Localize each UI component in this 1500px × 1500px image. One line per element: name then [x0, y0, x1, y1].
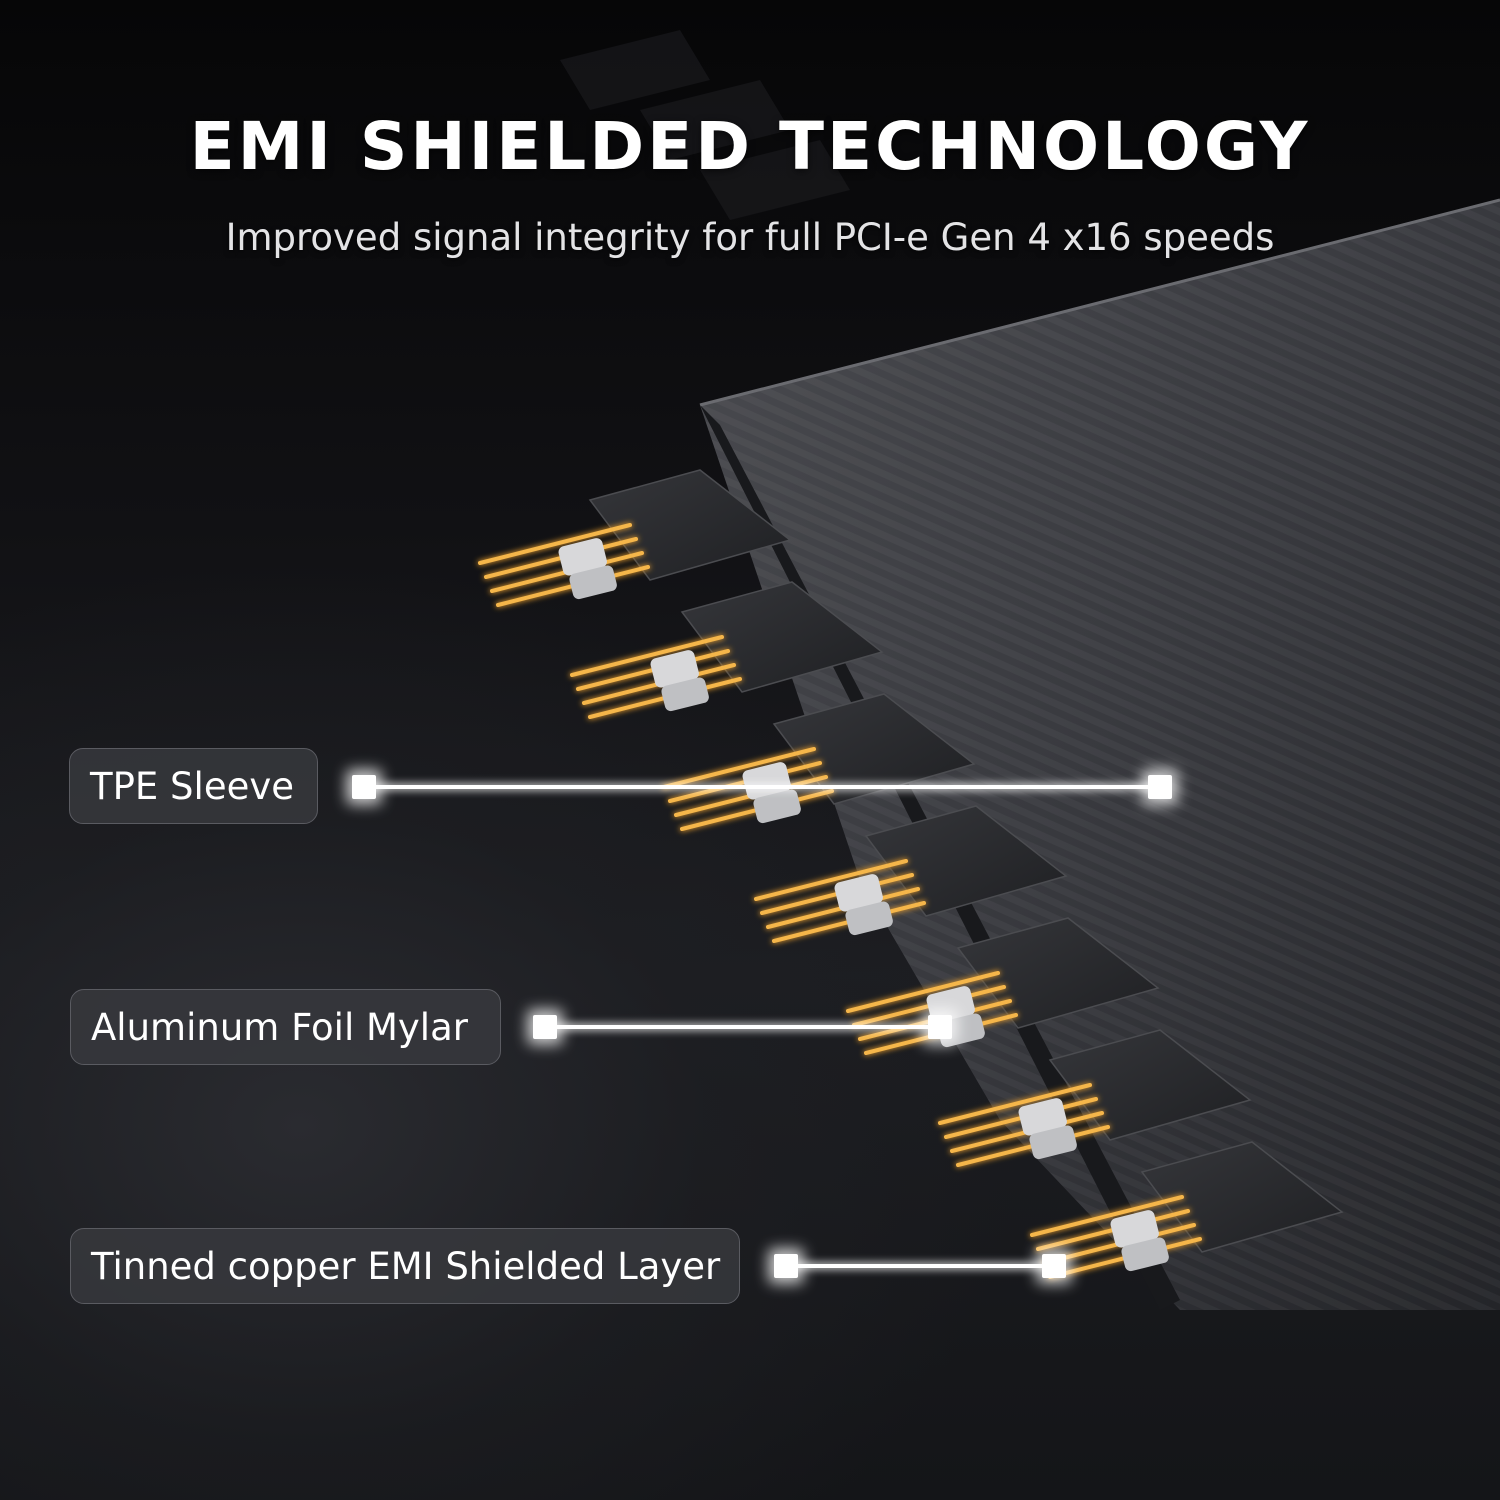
callout-aluminum-foil-mylar: Aluminum Foil Mylar [70, 989, 501, 1065]
aluminum-foil [558, 538, 607, 576]
callout-label: Tinned copper EMI Shielded Layer [91, 1244, 721, 1288]
aluminum-foil [569, 565, 617, 600]
leader-dot [533, 1015, 557, 1039]
aluminum-foil [650, 650, 699, 688]
callout-label: TPE Sleeve [90, 764, 295, 808]
aluminum-foil [1121, 1237, 1169, 1272]
copper-wire [1030, 1195, 1184, 1237]
copper-wire [662, 747, 816, 789]
copper-wire [938, 1083, 1092, 1125]
leader-line-tpe-sleeve [364, 785, 1160, 789]
ribbon-conductor [569, 581, 884, 720]
aluminum-foil [661, 677, 709, 712]
aluminum-foil [926, 986, 975, 1024]
page-subtitle: Improved signal integrity for full PCI-e… [225, 216, 1275, 259]
ribbon-conductor [937, 1029, 1252, 1168]
leader-line-aluminum-foil [545, 1025, 940, 1029]
leader-dot [352, 775, 376, 799]
copper-wire [478, 523, 632, 565]
ribbon-conductor [661, 693, 976, 832]
leader-dot [928, 1015, 952, 1039]
cable-edge-highlight [699, 198, 1500, 407]
callout-tinned-copper-layer: Tinned copper EMI Shielded Layer [70, 1228, 740, 1304]
leader-dot [1148, 775, 1172, 799]
ribbon-conductor [1029, 1141, 1344, 1280]
background-ribbon [640, 80, 790, 160]
leader-dot [1042, 1254, 1066, 1278]
copper-wire [846, 971, 1000, 1013]
page-title: EMI SHIELDED TECHNOLOGY [189, 108, 1311, 185]
aluminum-foil [742, 762, 791, 800]
aluminum-foil [1110, 1210, 1159, 1248]
copper-wire [570, 635, 724, 677]
aluminum-foil [1029, 1125, 1077, 1160]
leader-line-tinned-copper [786, 1264, 1054, 1268]
aluminum-foil [1018, 1098, 1067, 1136]
aluminum-foil [845, 901, 893, 936]
copper-wire [754, 859, 908, 901]
callout-tpe-sleeve: TPE Sleeve [69, 748, 318, 824]
callout-label: Aluminum Foil Mylar [91, 1005, 468, 1049]
ribbon-conductor [477, 469, 792, 608]
background-ribbon [560, 30, 710, 110]
ribbon-conductor [753, 805, 1068, 944]
aluminum-foil [753, 789, 801, 824]
leader-dot [774, 1254, 798, 1278]
cable-texture [700, 200, 1500, 1360]
background-ribbon [700, 140, 850, 220]
aluminum-foil [834, 874, 883, 912]
